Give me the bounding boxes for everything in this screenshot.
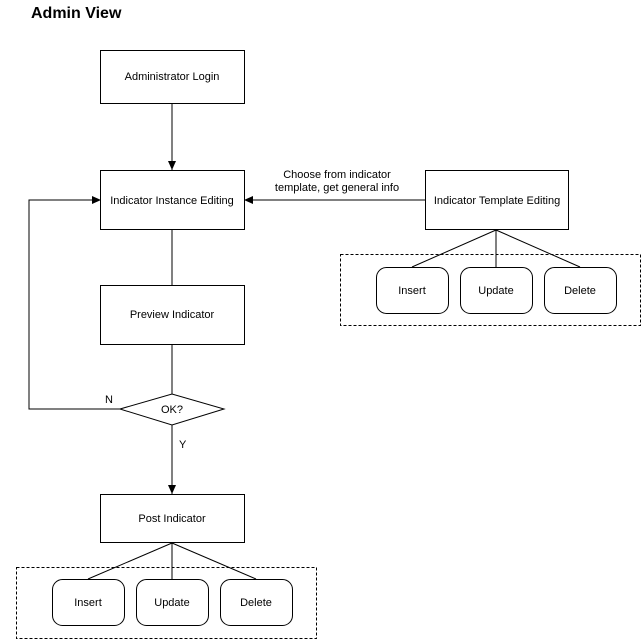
node-indicator-template-editing-label: Indicator Template Editing: [434, 195, 560, 207]
node-indicator-instance-editing-label: Indicator Instance Editing: [110, 195, 234, 207]
edge-label-yes: Y: [179, 439, 187, 451]
edge-label-no: N: [105, 394, 113, 406]
post-action-update: Update: [136, 579, 209, 626]
post-action-insert-label: Insert: [74, 597, 102, 609]
diagram-title: Admin View: [31, 5, 122, 22]
post-actions-group: [16, 567, 317, 639]
template-action-insert-label: Insert: [398, 285, 426, 297]
template-action-insert: Insert: [376, 267, 449, 314]
edge-post-delete: [171, 542, 257, 580]
post-action-delete: Delete: [220, 579, 293, 626]
edge-post-insert: [87, 542, 173, 580]
node-preview-indicator-label: Preview Indicator: [130, 309, 215, 321]
edge-label-choose-line1: Choose from indicator: [283, 169, 391, 181]
template-action-update: Update: [460, 267, 533, 314]
node-decision-ok: OK?: [118, 393, 226, 426]
template-action-delete: Delete: [544, 267, 617, 314]
post-action-insert: Insert: [52, 579, 125, 626]
post-action-delete-label: Delete: [240, 597, 272, 609]
edge-decision-no-loop: [28, 196, 120, 410]
template-action-update-label: Update: [478, 285, 513, 297]
node-administrator-login-label: Administrator Login: [125, 71, 220, 83]
node-post-indicator: Post Indicator: [100, 494, 245, 543]
edge-template-delete: [495, 229, 581, 268]
template-action-delete-label: Delete: [564, 285, 596, 297]
template-actions-group: [340, 254, 641, 326]
edge-template-insert: [411, 229, 497, 268]
node-indicator-template-editing: Indicator Template Editing: [425, 170, 569, 230]
node-decision-ok-label: OK?: [161, 404, 183, 416]
node-post-indicator-label: Post Indicator: [138, 513, 206, 525]
node-preview-indicator: Preview Indicator: [100, 285, 245, 345]
post-action-update-label: Update: [154, 597, 189, 609]
node-indicator-instance-editing: Indicator Instance Editing: [100, 170, 245, 230]
node-administrator-login: Administrator Login: [100, 50, 245, 104]
edge-label-choose-line2: template, get general info: [275, 182, 399, 194]
